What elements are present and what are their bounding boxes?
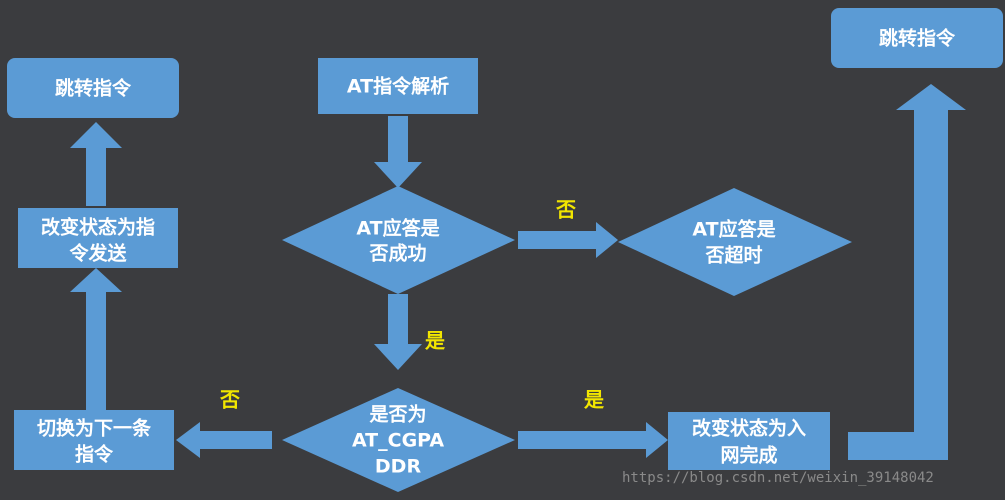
- node-is-cgpaddr: 是否为 AT_CGPA DDR: [282, 388, 515, 492]
- svg-text:跳转指令: 跳转指令: [55, 77, 132, 100]
- svg-text:改变状态为指: 改变状态为指: [41, 216, 155, 239]
- edge-label-success-yes: 是: [424, 329, 445, 353]
- node-jump-left: 跳转指令: [7, 58, 179, 118]
- svg-text:切换为下一条: 切换为下一条: [37, 417, 152, 440]
- arrow-cgpaddr-to-switch: [176, 422, 272, 458]
- node-change-send: 改变状态为指 令发送: [18, 208, 178, 268]
- arrow-change-send-to-jump: [70, 122, 122, 206]
- svg-text:AT_CGPA: AT_CGPA: [352, 430, 444, 452]
- edge-label-cgpaddr-yes: 是: [583, 388, 604, 412]
- svg-text:指令: 指令: [75, 443, 114, 466]
- arrow-done-to-jump-right: [848, 84, 966, 460]
- edge-label-success-no: 否: [555, 198, 576, 222]
- arrow-switch-to-change-send: [70, 268, 122, 410]
- svg-text:AT应答是: AT应答是: [356, 217, 439, 240]
- svg-text:网完成: 网完成: [720, 444, 777, 467]
- node-jump-right: 跳转指令: [831, 8, 1003, 68]
- arrow-cgpaddr-to-done: [518, 422, 668, 458]
- svg-text:AT指令解析: AT指令解析: [347, 75, 449, 98]
- node-change-done: 改变状态为入 网完成: [668, 412, 830, 470]
- svg-text:否成功: 否成功: [368, 242, 426, 265]
- arrow-parse-to-success: [374, 116, 422, 188]
- watermark-url: https://blog.csdn.net/weixin_39148042: [622, 470, 934, 486]
- node-at-parse: AT指令解析: [318, 58, 478, 114]
- arrow-success-to-timeout: [518, 222, 618, 258]
- svg-text:AT应答是: AT应答是: [692, 218, 775, 241]
- svg-text:跳转指令: 跳转指令: [879, 27, 956, 50]
- node-at-success: AT应答是 否成功: [282, 186, 515, 294]
- svg-text:DDR: DDR: [375, 456, 422, 478]
- svg-text:改变状态为入: 改变状态为入: [692, 417, 806, 440]
- arrow-success-to-cgpaddr: [374, 294, 422, 370]
- svg-text:是否为: 是否为: [369, 403, 426, 426]
- node-at-timeout: AT应答是 否超时: [618, 188, 852, 296]
- svg-text:否超时: 否超时: [704, 244, 762, 267]
- edge-label-cgpaddr-no: 否: [219, 388, 240, 412]
- svg-text:令发送: 令发送: [69, 242, 127, 265]
- node-switch-next: 切换为下一条 指令: [14, 410, 174, 470]
